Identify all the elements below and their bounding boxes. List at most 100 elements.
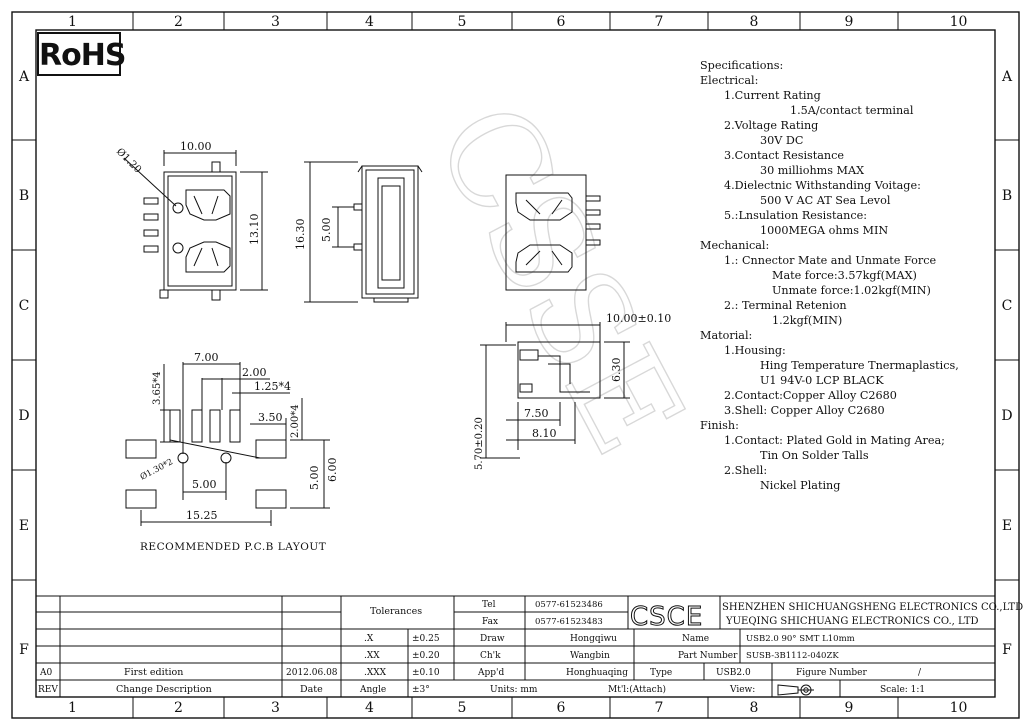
tel-value: 0577-61523486 [535,600,603,610]
figno-value: / [918,668,922,678]
dim-pcb-125: 1.25*4 [254,380,291,393]
side-view [480,322,630,459]
draw-value: Hongqiwu [570,634,617,644]
partno-label: Part Number [678,651,738,661]
grid-col-label-bottom: 3 [271,700,280,716]
grid-marks [12,12,1019,718]
appd-value: Honghuaqing [566,668,628,678]
grid-row-label-left: E [19,518,29,534]
dim-pcb-5b: 5.00 [192,478,217,491]
dim-pcb-365: 3.65*4 [152,371,163,405]
spec-line: 3.Shell: Copper Alloy C2680 [724,404,885,417]
spec-line: U1 94V-0 LCP BLACK [760,374,884,387]
grid-col-label-top: 9 [845,14,854,30]
dim-top-width: 10.00 [180,140,212,153]
spec-line: 30 milliohms MAX [760,164,865,177]
name-value: USB2.0 90° SMT L10mm [746,634,855,644]
tol-x-key: .X [364,634,374,644]
grid-row-label-right: F [1002,642,1012,658]
dim-hole: Ø1.20 [114,146,143,175]
grid-col-label-bottom: 2 [174,700,183,716]
tol-angle-val: ±3° [412,685,430,695]
pcb-layout [125,362,330,526]
company-name-1: SHENZHEN SHICHUANGSHENG ELECTRONICS CO.,… [722,602,1023,613]
grid-row-label-right: C [1002,298,1013,314]
grid-row-label-left: A [18,69,30,85]
grid-row-label-right: A [1001,69,1013,85]
spec-line: 5.:Lnsulation Resistance: [724,209,867,222]
dim-pcb-6: 6.00 [326,458,339,483]
dim-side-width: 10.00±0.10 [606,312,671,325]
spec-line: Tin On Solder Talls [760,449,869,462]
type-value: USB2.0 [716,668,751,678]
rohs-mark: RoHS [37,32,126,76]
inner-frame [35,29,996,698]
company-name-2: YUEQING SHICHUANG ELECTRONICS CO., LTD [725,616,979,627]
grid-col-label-bottom: 10 [950,700,968,716]
tol-xx-val: ±0.20 [412,651,440,661]
spec-line: 3.Contact Resistance [724,149,845,162]
grid-col-label-top: 7 [655,14,664,30]
scale-label: Scale: 1:1 [880,685,925,695]
rev-header: REV [38,685,58,695]
grid-col-label-bottom: 9 [845,700,854,716]
dim-front-pitch: 5.00 [320,218,333,243]
spec-line: 1.Current Rating [724,89,821,102]
units-label: Units: mm [490,685,538,695]
rev-a: A0 [39,668,52,678]
rev-a-desc: First edition [124,667,183,678]
spec-line: 30V DC [760,134,804,147]
view-label: View: [729,685,755,695]
chk-value: Wangbin [570,651,610,661]
dim-side-height2: 5.70±0.20 [474,417,485,470]
grid-col-label-bottom: 5 [458,700,467,716]
appd-label: App'd [477,668,504,678]
tol-angle-key: Angle [359,685,386,695]
fax-label: Fax [482,617,498,627]
tel-label: Tel [482,600,496,610]
chk-label: Ch'k [480,651,501,661]
grid-col-label-top: 6 [557,14,566,30]
top-view [123,150,268,301]
grid-row-label-left: D [18,408,29,424]
spec-line: Mechanical: [700,239,770,252]
pcb-layout-caption: RECOMMENDED P.C.B LAYOUT [140,541,327,553]
grid-row-label-left: C [19,298,30,314]
spec-line: 1000MEGA ohms MIN [760,224,889,237]
spec-line: 1.: Cnnector Mate and Unmate Force [724,254,937,267]
dim-pcb-hole: Ø1.30*2 [138,456,175,482]
grid-col-label-top: 5 [458,14,467,30]
dim-side-width2: 7.50 [524,407,549,420]
tol-xxx-key: .XXX [364,668,387,678]
grid-row-label-left: F [19,642,29,658]
grid-col-label-top: 3 [271,14,280,30]
specifications: Specifications:Electrical:1.Current Rati… [700,58,1020,493]
grid-col-label-top: 8 [750,14,759,30]
dim-top-height: 13.10 [248,214,261,246]
name-label: Name [682,634,709,644]
dim-pcb-35: 3.50 [258,411,283,424]
dim-pcb-2: 2.00 [242,366,267,379]
company-logo: CSCE [630,602,703,632]
rev-a-date: 2012.06.08 [286,668,338,678]
spec-line: Finish: [700,419,739,432]
title-block [36,595,995,697]
spec-line: Matorial: [700,329,753,342]
grid-col-label-bottom: 4 [365,700,374,716]
fax-value: 0577-61523483 [535,617,603,627]
spec-line: 4.Dielectnic Withstanding Voitage: [724,179,921,192]
spec-line: 1.Contact: Plated Gold in Mating Area; [724,434,945,447]
dim-side-height: 6.30 [610,358,623,383]
dim-front-height: 16.30 [294,219,307,251]
dim-side-width3: 8.10 [532,427,557,440]
front-view [304,161,423,303]
tol-xxx-val: ±0.10 [412,668,440,678]
grid-col-label-bottom: 6 [557,700,566,716]
spec-line: 2.Contact:Copper Alloy C2680 [724,389,897,402]
grid-col-label-top: 2 [174,14,183,30]
dim-pcb-2b: 2.00*4 [290,404,301,438]
rear-view [505,174,601,291]
spec-line: Mate force:3.57kgf(MAX) [772,269,917,282]
